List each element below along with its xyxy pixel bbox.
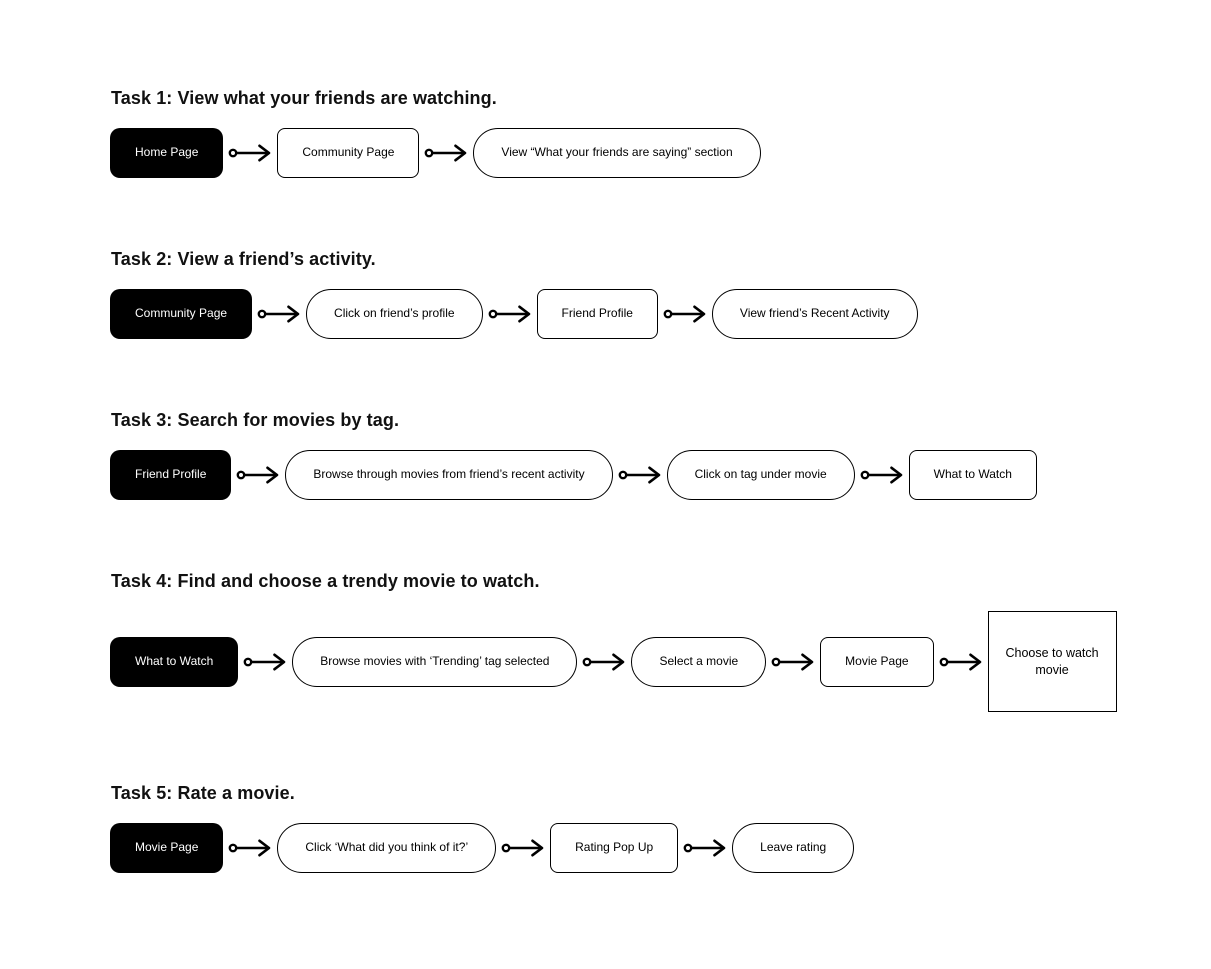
- node-label: Community Page: [302, 145, 395, 160]
- flow-node-action: Click on friend’s profile: [306, 289, 483, 339]
- flow-arrow-icon: [771, 653, 814, 670]
- node-label: Community Page: [135, 306, 228, 321]
- node-label: Select a movie: [659, 653, 739, 668]
- node-label: Movie Page: [845, 653, 909, 668]
- flow-arrow-icon: [501, 839, 544, 857]
- flow-node-start: What to Watch: [110, 636, 239, 687]
- flow-arrow-icon: [425, 144, 467, 162]
- flow-node-action: Leave rating: [732, 823, 855, 873]
- flow-node-action: Click on tag under movie: [666, 450, 855, 500]
- node-label: Friend Profile: [135, 467, 207, 482]
- node-label: View “What your friends are saying” sect…: [501, 145, 733, 160]
- task-section-2: Task 2: View a friend’s activity. Commun…: [110, 249, 1211, 339]
- flow-arrow-icon: [618, 466, 660, 484]
- task-section-1: Task 1: View what your friends are watch…: [110, 88, 1211, 178]
- node-label: What to Watch: [933, 467, 1012, 482]
- flow-node-outcome: Choose to watch movie: [987, 611, 1117, 712]
- flow-node-screen: Community Page: [277, 128, 420, 178]
- flow-node-action: View “What your friends are saying” sect…: [473, 128, 761, 178]
- flow-arrow-icon: [228, 839, 271, 857]
- task-flow-row: Movie Page Click ‘What did you think of …: [110, 823, 1211, 873]
- node-label: Click on friend’s profile: [334, 306, 455, 321]
- flow-arrow-icon: [860, 466, 902, 484]
- task-flow-row: Friend Profile Browse through movies fro…: [110, 450, 1211, 500]
- node-label: Friend Profile: [561, 306, 633, 321]
- task-title: Task 3: Search for movies by tag.: [111, 410, 400, 430]
- flow-node-screen: Rating Pop Up: [550, 823, 679, 873]
- node-label: Leave rating: [760, 840, 827, 855]
- node-label: What to Watch: [135, 653, 214, 668]
- flow-node-start: Community Page: [110, 289, 253, 339]
- flow-node-action: Browse movies with ‘Trending’ tag select…: [292, 636, 578, 687]
- task-title: Task 2: View a friend’s activity.: [111, 249, 376, 269]
- task-flow-row: Home Page Community Page View “What your…: [110, 128, 1211, 178]
- task-flow-row: Community Page Click on friend’s profile…: [110, 289, 1211, 339]
- flow-arrow-icon: [583, 653, 625, 670]
- node-label: Browse through movies from friend’s rece…: [313, 467, 585, 482]
- flow-node-start: Friend Profile: [110, 450, 232, 500]
- flow-arrow-icon: [257, 305, 300, 323]
- flow-node-start: Movie Page: [110, 823, 224, 873]
- node-label: Choose to watch movie: [1005, 645, 1099, 677]
- node-label: Rating Pop Up: [575, 840, 654, 855]
- flow-node-action: Select a movie: [631, 636, 767, 687]
- flow-arrow-icon: [236, 466, 279, 484]
- flow-arrow-icon: [243, 653, 286, 670]
- flow-arrow-icon: [939, 653, 981, 670]
- node-label: Click ‘What did you think of it?’: [305, 840, 469, 855]
- flow-node-screen: Friend Profile: [536, 289, 658, 339]
- task-title: Task 4: Find and choose a trendy movie t…: [111, 571, 540, 591]
- flow-node-start: Home Page: [110, 128, 224, 178]
- flow-node-action: Browse through movies from friend’s rece…: [285, 450, 613, 500]
- flow-node-screen: What to Watch: [908, 450, 1037, 500]
- node-label: Movie Page: [135, 840, 199, 855]
- flow-node-action: Click ‘What did you think of it?’: [277, 823, 497, 873]
- flow-arrow-icon: [488, 305, 530, 323]
- task-section-5: Task 5: Rate a movie. Movie Page Click ‘…: [110, 783, 1211, 873]
- task-title: Task 5: Rate a movie.: [111, 783, 295, 803]
- task-title: Task 1: View what your friends are watch…: [111, 88, 497, 108]
- flow-arrow-icon: [663, 305, 706, 323]
- flow-arrow-icon: [683, 839, 726, 857]
- node-label: Click on tag under movie: [694, 467, 827, 482]
- node-label: Browse movies with ‘Trending’ tag select…: [320, 653, 550, 668]
- flow-node-action: View friend’s Recent Activity: [711, 289, 918, 339]
- task-flow-row: What to Watch Browse movies with ‘Trendi…: [110, 611, 1211, 712]
- task-section-4: Task 4: Find and choose a trendy movie t…: [110, 571, 1211, 712]
- node-label: Home Page: [135, 145, 199, 160]
- flow-node-screen: Movie Page: [820, 636, 934, 687]
- flow-arrow-icon: [228, 144, 271, 162]
- node-label: View friend’s Recent Activity: [739, 306, 890, 321]
- task-section-3: Task 3: Search for movies by tag. Friend…: [110, 410, 1211, 500]
